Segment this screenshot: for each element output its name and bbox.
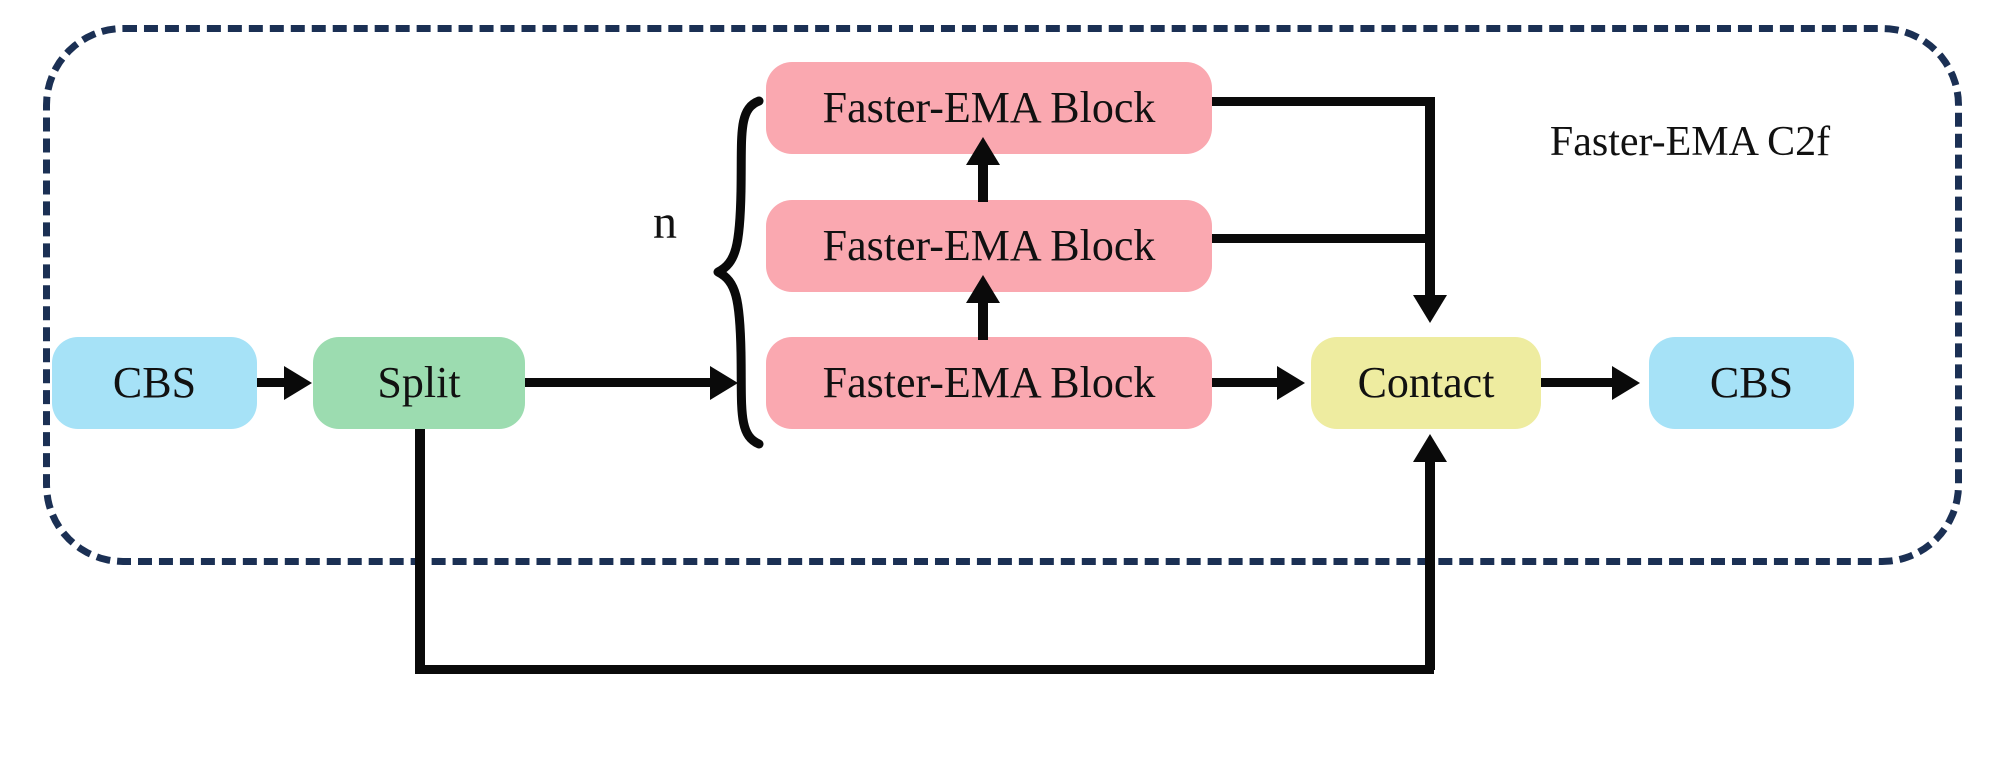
edge-block2-to-block3-arrowhead [966,137,1000,165]
edge-bus-to-contact-arrowhead [1413,295,1447,323]
edge-split-bypass-horizontal-line [415,665,1434,674]
edge-block1-to-block2-line [978,300,988,340]
edge-cbs-to-split-arrowhead [284,366,312,400]
node-label: Contact [1357,358,1495,407]
node-contact[interactable]: Contact [1311,337,1541,429]
node-label: Faster-EMA Block [822,83,1156,132]
edge-split-to-block1-line [525,378,715,387]
edge-block1-to-contact-arrowhead [1277,366,1305,400]
edge-cbs-to-split-line [257,378,290,387]
edge-block1-to-block2-arrowhead [966,275,1000,303]
edge-split-bypass-arrowhead [1413,434,1447,462]
repeat-brace [712,95,772,450]
repeat-count-label: n [653,196,677,249]
edge-split-bypass-up-line [1425,462,1435,670]
node-label: Faster-EMA Block [822,358,1156,407]
node-faster-ema-block-1[interactable]: Faster-EMA Block [766,337,1212,429]
module-label: Faster-EMA C2f [1549,119,1831,165]
edge-block2-to-block3-line [978,162,988,202]
faster-ema-c2f-module-boundary [43,25,1962,565]
node-label: Faster-EMA Block [822,221,1156,270]
node-split[interactable]: Split [313,337,525,429]
node-cbs-input[interactable]: CBS [52,337,257,429]
edge-contact-to-cbs-line [1541,378,1616,387]
node-label: CBS [1709,358,1794,407]
edge-bus-vertical-line [1425,97,1435,297]
edge-block3-to-bus-line [1212,97,1434,106]
node-label: CBS [112,358,197,407]
edge-split-bypass-down-line [415,429,425,674]
edge-block2-to-bus-line [1212,234,1434,243]
edge-block1-to-contact-line [1212,378,1282,387]
node-cbs-output[interactable]: CBS [1649,337,1854,429]
edge-split-to-block1-arrowhead [710,366,738,400]
node-label: Split [377,358,461,407]
edge-contact-to-cbs-arrowhead [1612,366,1640,400]
